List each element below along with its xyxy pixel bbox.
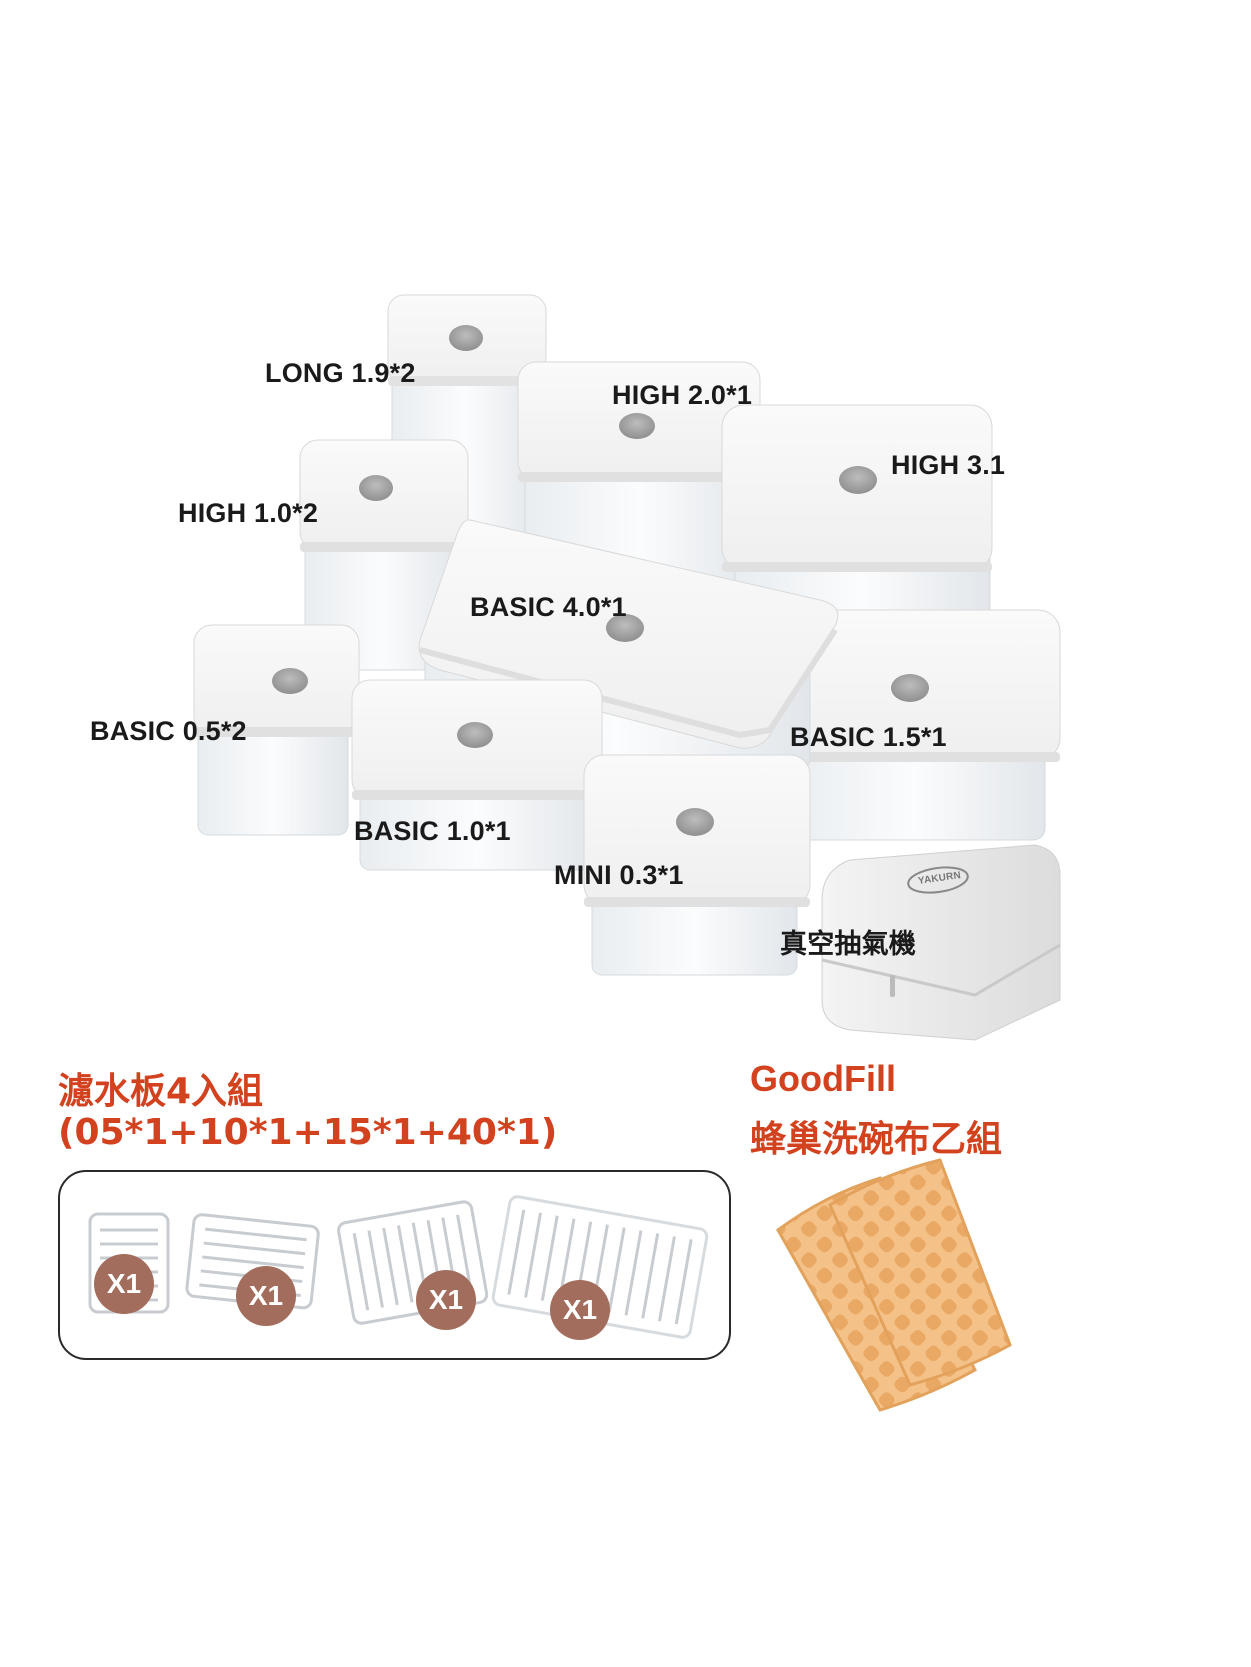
sponge-title-line1: GoodFill <box>750 1058 896 1099</box>
label-basic-1-5: BASIC 1.5*1 <box>790 722 947 752</box>
container-set-illustration <box>193 294 1061 1041</box>
sponge-cloth-back <box>776 1176 977 1412</box>
container-mini-0-3 <box>583 754 811 976</box>
label-high-3-1: HIGH 3.1 <box>891 450 1006 480</box>
drain-board-illustration <box>88 1195 709 1339</box>
container-basic-0-5 <box>193 624 360 836</box>
container-basic-1-0 <box>351 679 603 871</box>
quantity-badge: X1 <box>416 1270 476 1330</box>
sponge-cloth-front <box>828 1158 1012 1387</box>
vacuum-pump <box>821 844 1061 1041</box>
container-high-1-0 <box>299 439 469 671</box>
label-high-1-0: HIGH 1.0*2 <box>178 498 319 528</box>
container-basic-1-5 <box>769 609 1061 841</box>
drain-board-title-line2: (05*1+10*1+15*1+40*1) <box>58 1112 558 1153</box>
quantity-badge: X1 <box>94 1254 154 1314</box>
quantity-badge: X1 <box>550 1280 610 1340</box>
label-vacuum-pump: 真空抽氣機 <box>780 929 916 960</box>
label-high-2-0: HIGH 2.0*1 <box>612 380 753 410</box>
label-basic-4-0: BASIC 4.0*1 <box>470 592 627 622</box>
drain-board-panel: X1 X1 X1 X1 <box>58 1170 731 1360</box>
label-long-1-9: LONG 1.9*2 <box>265 358 416 388</box>
quantity-badge: X1 <box>236 1266 296 1326</box>
label-basic-0-5: BASIC 0.5*2 <box>90 716 247 746</box>
drain-board-title-line1: 濾水板4入組 <box>58 1071 264 1112</box>
label-basic-1-0: BASIC 1.0*1 <box>354 816 511 846</box>
sponge-title-line2: 蜂巢洗碗布乙組 <box>750 1119 1003 1160</box>
label-mini-0-3: MINI 0.3*1 <box>554 860 684 890</box>
